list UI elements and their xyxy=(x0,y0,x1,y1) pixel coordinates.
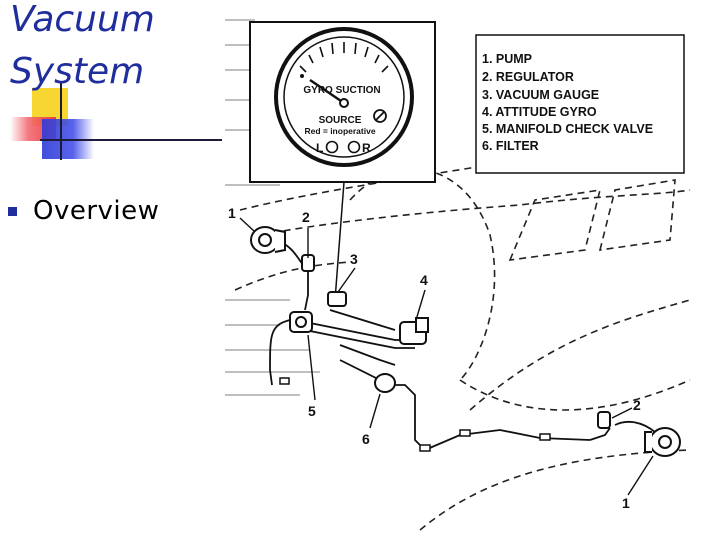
callout-leaders xyxy=(239,217,654,496)
vacuum-system-diagram: GYRO SUCTION SOURCE Red = inoperative L … xyxy=(220,0,720,540)
filter xyxy=(374,373,396,393)
gauge-prohibit-icon xyxy=(373,109,387,123)
legend-item-regulator: 2. REGULATOR xyxy=(482,70,574,84)
vacuum-gauge-face xyxy=(283,36,405,158)
legend-item-manifold-check-valve: 5. MANIFOLD CHECK VALVE xyxy=(482,122,653,136)
callout-2-left: 2 xyxy=(302,209,310,225)
gauge-label-note: Red = inoperative xyxy=(304,126,375,136)
regulator-right xyxy=(597,411,611,429)
callout-2-right: 2 xyxy=(633,397,641,413)
title-line-1: Vacuum xyxy=(10,0,155,40)
callout-3: 3 xyxy=(350,251,358,267)
gauge-label-gyro-suction: GYRO SUCTION xyxy=(303,85,380,96)
gauge-ticks xyxy=(299,42,389,73)
fuselage-outline xyxy=(234,144,691,531)
callout-6: 6 xyxy=(362,431,370,447)
callout-5: 5 xyxy=(308,403,316,419)
callout-1-left: 1 xyxy=(228,205,236,221)
legend-list: 1. PUMP 2. REGULATOR 3. VACUUM GAUGE 4. … xyxy=(482,52,653,153)
callout-1-right: 1 xyxy=(622,495,630,511)
legend-item-attitude-gyro: 4. ATTITUDE GYRO xyxy=(482,105,597,119)
gauge-label-right: R xyxy=(362,141,371,155)
deco-vertical-line xyxy=(60,82,62,160)
diagram-drawing: GYRO SUCTION SOURCE Red = inoperative L … xyxy=(225,19,691,531)
slide-title: Vacuum System xyxy=(10,0,155,98)
manifold-check-valve xyxy=(289,311,313,333)
gauge-prohibit-slash xyxy=(375,111,385,121)
pump-left xyxy=(250,226,286,254)
callout-4: 4 xyxy=(420,272,428,288)
cabin-windows xyxy=(508,179,676,261)
callout-numbers: 1 2 3 4 5 6 2 1 xyxy=(228,205,641,511)
bullet-text: Overview xyxy=(33,196,160,226)
gauge-label-source: SOURCE xyxy=(319,115,362,126)
gauge-pivot xyxy=(339,98,349,108)
bullet-item: Overview xyxy=(8,196,159,226)
gauge-left-indicator xyxy=(325,140,339,154)
gauge-marker-dot xyxy=(300,74,304,78)
attitude-gyro xyxy=(399,317,429,345)
title-line-2: System xyxy=(10,51,145,92)
gauge-needle xyxy=(309,78,345,105)
pump-right xyxy=(644,427,681,457)
square-bullet-icon xyxy=(8,206,17,216)
vacuum-gauge-mount xyxy=(327,291,347,307)
deco-horizontal-line xyxy=(40,139,222,141)
line-fittings xyxy=(279,377,551,452)
legend-item-filter: 6. FILTER xyxy=(482,139,539,153)
legend-item-vacuum-gauge: 3. VACUUM GAUGE xyxy=(482,88,599,102)
legend-item-pump: 1. PUMP xyxy=(482,52,532,66)
legend-frame xyxy=(475,34,685,174)
gauge-right-indicator xyxy=(347,140,361,154)
gauge-leader-line xyxy=(334,181,345,301)
gauge-label-left: L xyxy=(316,141,323,155)
